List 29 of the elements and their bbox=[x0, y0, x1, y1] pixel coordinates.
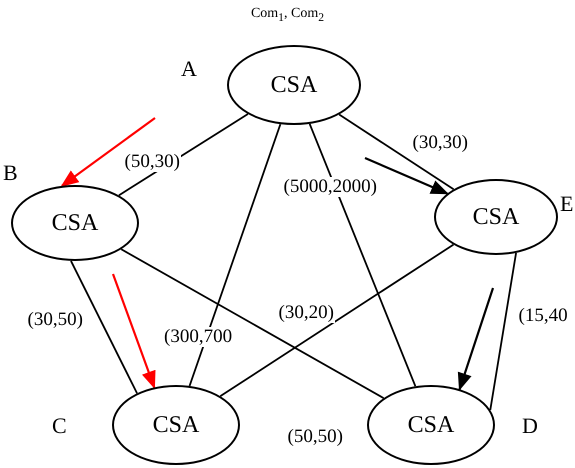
edge-label: (50,30) bbox=[124, 152, 181, 172]
node-letter: D bbox=[522, 415, 538, 437]
connector-line bbox=[489, 252, 517, 410]
edge-label: (30,20) bbox=[278, 302, 335, 324]
node-letter: B bbox=[3, 162, 18, 184]
node-label: CSA bbox=[152, 412, 200, 438]
connector-line bbox=[120, 248, 384, 399]
connector-line bbox=[308, 124, 416, 387]
connector-line bbox=[338, 114, 454, 190]
arrow bbox=[60, 117, 156, 187]
edge-label: (30,30) bbox=[412, 132, 469, 154]
connector-line bbox=[70, 260, 138, 394]
arrow bbox=[364, 156, 449, 195]
node-label: CSA bbox=[270, 72, 318, 98]
diagram-title: Com$_{1}$, Com$_{2}$ bbox=[250, 6, 324, 24]
node-letter: A bbox=[181, 58, 197, 80]
node-label: CSA bbox=[52, 210, 98, 236]
connector-line bbox=[220, 244, 454, 397]
edge-label: (15,40 bbox=[518, 306, 569, 326]
node-letter: E bbox=[560, 193, 574, 215]
edge-label: (30,50) bbox=[26, 310, 84, 330]
node-label: CSA bbox=[408, 412, 454, 438]
weight-label: (50,50) bbox=[286, 426, 344, 448]
connector-line bbox=[188, 124, 282, 386]
node-label: CSA bbox=[472, 204, 520, 230]
arrow bbox=[458, 288, 494, 391]
edge-label: (5000,2000) bbox=[282, 176, 378, 198]
node-letter: C bbox=[52, 415, 67, 437]
edge-label: (300,700 bbox=[163, 326, 234, 348]
